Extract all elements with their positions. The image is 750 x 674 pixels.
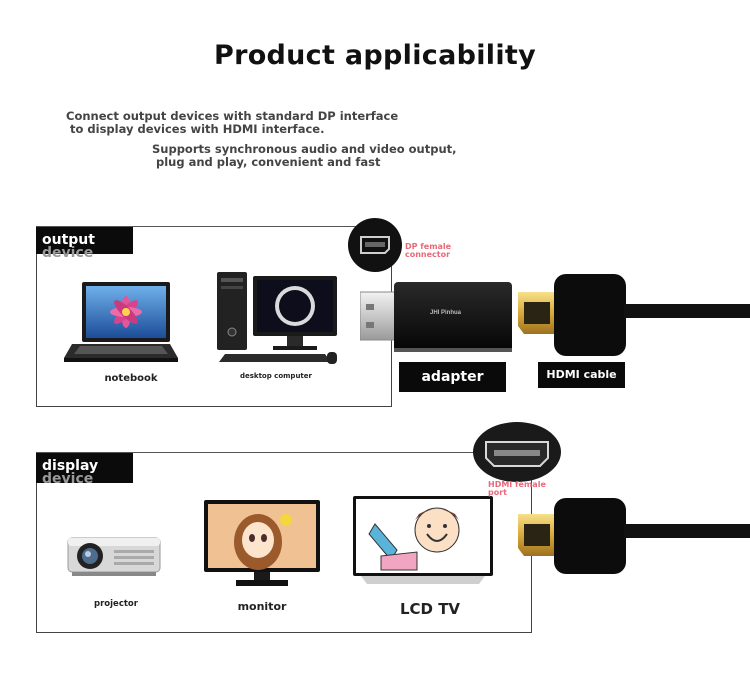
hdmi-plug-icon-bottom [518, 498, 750, 574]
desktop-computer-icon [217, 272, 337, 364]
device-label-notebook: notebook [104, 373, 158, 384]
output-tag-line1: output [42, 232, 95, 248]
adapter-brand: JHI Pinhua [430, 310, 462, 316]
hdmi-port-icon [473, 422, 561, 482]
description-features: Supports synchronous audio and video out… [152, 142, 457, 169]
output-device-tag: output device [36, 227, 133, 260]
description-connect: Connect output devices with standard DP … [66, 109, 399, 136]
dp-port-icon [348, 218, 402, 272]
hdmi-cable-label: HDMI cable [538, 362, 625, 388]
hdmi-plug-icon [518, 274, 750, 356]
display-tag-line1: display [42, 458, 99, 474]
device-label-desktop-computer: desktop computer [240, 372, 312, 380]
dp-connector-note: DP female connector [405, 242, 452, 259]
device-label-projector: projector [94, 599, 138, 609]
adapter-icon [360, 282, 512, 352]
page-title: Product applicability [213, 40, 537, 71]
laptop-icon [64, 282, 178, 362]
output-tag-line2: device [42, 245, 94, 261]
hdmi-port-note: HDMI female port [488, 480, 546, 497]
display-tag-line2: device [42, 471, 94, 487]
device-label-monitor: monitor [237, 600, 287, 613]
monitor-icon [204, 500, 320, 586]
adapter-label: adapter [399, 362, 506, 392]
projector-icon [67, 537, 161, 576]
device-label-lcd-tv: LCD TV [399, 600, 461, 618]
lcd-tv-icon [353, 496, 493, 584]
display-device-tag: display device [36, 453, 133, 487]
